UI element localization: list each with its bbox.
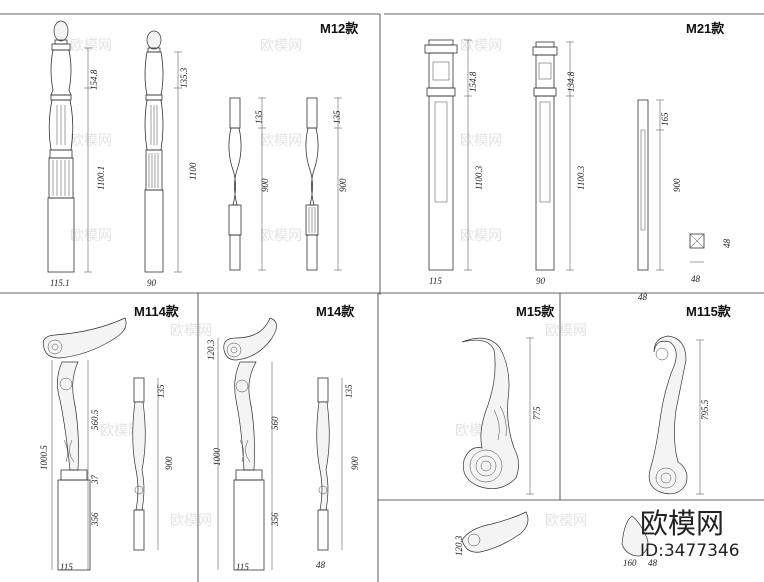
watermark-text: 欧模网 [460,37,502,53]
watermark-text: 欧模网 [70,132,112,148]
watermark-text: 欧模网 [170,322,212,338]
dimension-label: 135 [332,110,342,124]
dimension-label: 120.3 [454,535,464,556]
dimension-label: 154.8 [89,69,99,90]
baluster-m12-b [305,97,319,271]
dimension-label: 1100.3 [576,165,586,190]
dimension-label: 1000 [212,448,222,467]
watermark-layer: 欧模网 欧模网 欧模网 欧模网 欧模网 欧模网 欧模网 欧模网 欧模网 欧模网 … [70,37,587,528]
brand-id: ID:3477346 [640,541,740,561]
panel-borders [0,13,764,582]
dimension-label: 90 [536,276,546,286]
dimension-label: 135.3 [179,67,189,88]
dimension-label: 900 [164,456,174,470]
volute-m15 [461,337,519,489]
dimension-label: 115 [236,562,249,572]
volute-m115 [648,335,688,495]
watermark-text: 欧模网 [260,37,302,53]
dimension-label: 356 [90,512,100,527]
dimension-label: 356 [270,512,280,527]
dimension-label: 1100.1 [96,166,106,190]
dimension-label: 160 [623,558,637,568]
dimension-label: 560.5 [90,409,100,430]
panel-m114: M114款 560.5 1000.5 37 356 115 135 900 [39,304,180,572]
dimension-label: 900 [350,456,360,470]
panel-title: M12款 [320,21,359,36]
scroll-baluster-m14 [316,377,330,551]
panel-m21: M21款 154.8 1100.3 115 [424,21,732,302]
watermark-text: 欧模网 [545,322,587,338]
section-square [689,233,705,249]
watermark-text: 欧模网 [260,132,302,148]
dimension-label: 900 [672,178,682,192]
watermark-text: 欧模网 [545,512,587,528]
panel-title: M115款 [686,304,732,319]
newel-post-m21-a [424,39,458,271]
panel-m12: M12款 154.8 1100.1 115.1 [47,20,359,288]
brand-stamp: 欧模网 ID:3477346 [640,507,740,561]
dimension-label: 135 [254,110,264,124]
volute-cap-m15 [461,511,529,553]
dimension-label: 900 [260,178,270,192]
scroll-newel-m114 [42,317,127,571]
dimension-label: 48 [316,560,326,570]
watermark-text: 欧模网 [260,227,302,243]
watermark-text: 欧模网 [460,227,502,243]
watermark-text: 欧模网 [100,422,142,438]
dimension-label: 900 [338,178,348,192]
newel-post-m12-b [144,30,164,273]
panel-m115: M115款 795.5 160 48 [621,304,732,568]
panel-m15: M15款 775 120.3 [454,304,555,556]
watermark-text: 欧模网 [70,37,112,53]
dimension-label: 795.5 [700,399,710,420]
dimension-label: 115 [60,562,73,572]
volute-cap-m115 [621,515,649,557]
dimension-label: 134.8 [566,71,576,92]
watermark-text: 欧模网 [70,227,112,243]
dimension-label: 135 [156,384,166,398]
baluster-m21 [637,99,649,271]
baluster-m12-a [228,97,242,271]
dimension-label: 37 [90,475,100,486]
dimension-label: 115.1 [50,278,70,288]
dimension-label: 135 [344,384,354,398]
dimension-label: 48 [638,292,648,302]
watermark-text: 欧模网 [170,512,212,528]
dimension-label: 560 [270,416,280,430]
panel-title: M15款 [516,304,555,319]
scroll-newel-m14 [223,317,277,571]
dimension-label: 48 [722,239,732,249]
dimension-label: 115 [429,276,442,286]
panel-title: M114款 [134,304,180,319]
dimension-label: 154.8 [468,71,478,92]
panel-title: M21款 [686,21,725,36]
dimension-label: 1000.5 [39,445,49,470]
dimension-label: 48 [691,274,701,284]
dimension-label: 120.3 [206,339,216,360]
brand-name: 欧模网 [640,507,724,540]
dimension-label: 775 [532,406,542,420]
panel-m14: M14款 120.3 560 1000 356 115 135 900 48 [206,304,360,572]
panel-title: M14款 [316,304,355,319]
newel-post-m21-b [532,41,558,271]
scroll-baluster-m114 [132,377,146,551]
newel-post-m12-a [47,20,75,273]
watermark-text: 欧模网 [460,132,502,148]
dimension-label: 1100 [188,162,198,180]
dimension-label: 48 [648,558,658,568]
dimension-label: 165 [660,112,670,126]
dimension-label: 90 [147,278,157,288]
dimension-label: 1100.3 [474,165,484,190]
